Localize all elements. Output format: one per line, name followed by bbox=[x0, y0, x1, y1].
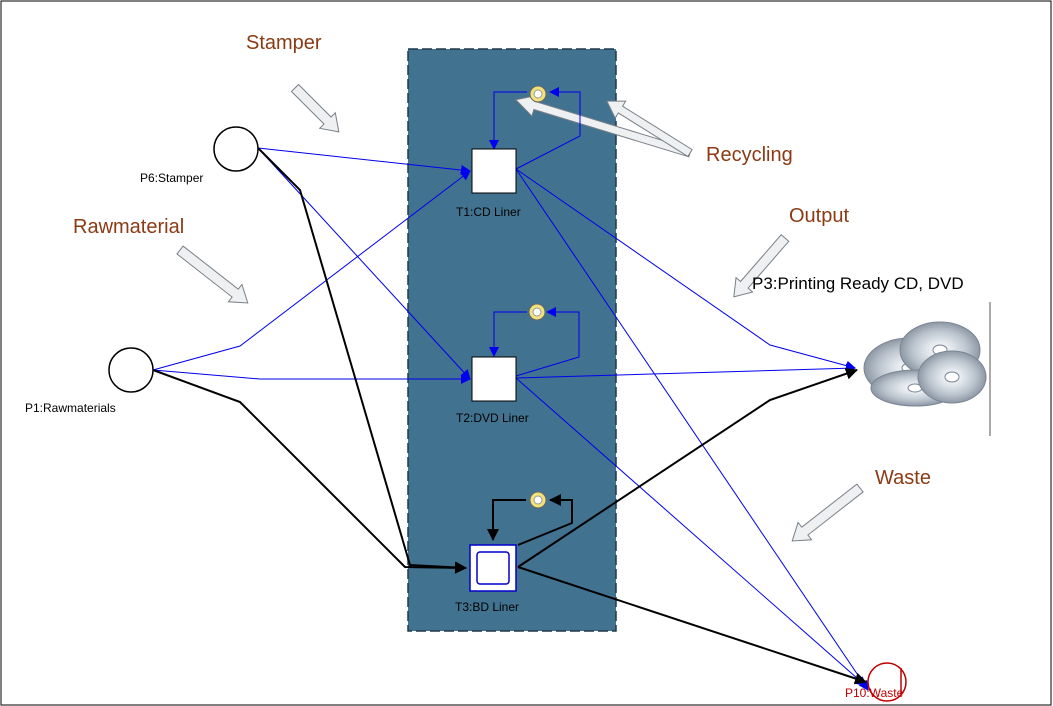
place-p6-stamper bbox=[213, 126, 259, 172]
arc-t1-recycle-out bbox=[515, 87, 581, 170]
arc-t1-p3 bbox=[515, 168, 856, 371]
callout-waste: Waste bbox=[875, 467, 931, 489]
callout-recycling: Recycling bbox=[706, 144, 793, 166]
arc-p6-t3 bbox=[257, 147, 467, 574]
label-p3: P3:Printing Ready CD, DVD bbox=[752, 274, 964, 293]
arc-t3-p3 bbox=[517, 367, 858, 568]
transition-t1 bbox=[471, 148, 517, 194]
arc-p1-t2 bbox=[152, 369, 471, 384]
arc-t1-waste bbox=[515, 168, 869, 691]
machine-panel bbox=[407, 48, 617, 632]
callout-arrow-recycling-2 bbox=[606, 100, 693, 158]
arc-t3-recycle-in bbox=[487, 499, 526, 541]
place-p10-waste bbox=[867, 662, 907, 702]
label-t1: T1:CD Liner bbox=[456, 205, 521, 219]
label-t3: T3:BD Liner bbox=[455, 600, 519, 614]
arc-t2-recycle-in bbox=[489, 311, 527, 357]
arc-t2-recycle-out bbox=[515, 307, 580, 377]
label-p1: P1:Rawmaterials bbox=[25, 401, 116, 415]
transition-t3-inner bbox=[476, 551, 510, 585]
callout-stamper: Stamper bbox=[246, 32, 322, 54]
place-p1-rawmaterials bbox=[108, 347, 154, 393]
transition-t2 bbox=[471, 356, 517, 402]
recycle-token-t2 bbox=[528, 303, 546, 321]
arc-t1-recycle-in bbox=[489, 91, 527, 150]
arc-p1-t3 bbox=[152, 369, 467, 574]
arc-t3-waste bbox=[517, 566, 867, 685]
callout-output: Output bbox=[789, 205, 849, 227]
arc-t2-waste bbox=[515, 377, 867, 687]
label-p6: P6:Stamper bbox=[140, 171, 203, 185]
arc-p6-t2 bbox=[257, 147, 471, 380]
label-p10: P10:Waste bbox=[845, 686, 904, 700]
arc-t2-p3 bbox=[515, 363, 856, 379]
recycle-token-t3 bbox=[529, 491, 547, 509]
arc-p6-t1 bbox=[257, 147, 471, 176]
label-t2: T2:DVD Liner bbox=[456, 411, 529, 425]
output-disc-stack bbox=[863, 321, 987, 407]
arc-t3-recycle-out bbox=[517, 494, 573, 546]
recycle-token-t1 bbox=[529, 85, 547, 103]
callout-arrow-stamper bbox=[290, 83, 340, 133]
callout-arrow-rawmaterial bbox=[176, 245, 249, 304]
callout-rawmaterial: Rawmaterial bbox=[73, 216, 184, 238]
callout-arrow-waste bbox=[791, 483, 864, 542]
arc-p1-t1 bbox=[152, 170, 471, 371]
callout-arrow-output bbox=[733, 234, 790, 298]
